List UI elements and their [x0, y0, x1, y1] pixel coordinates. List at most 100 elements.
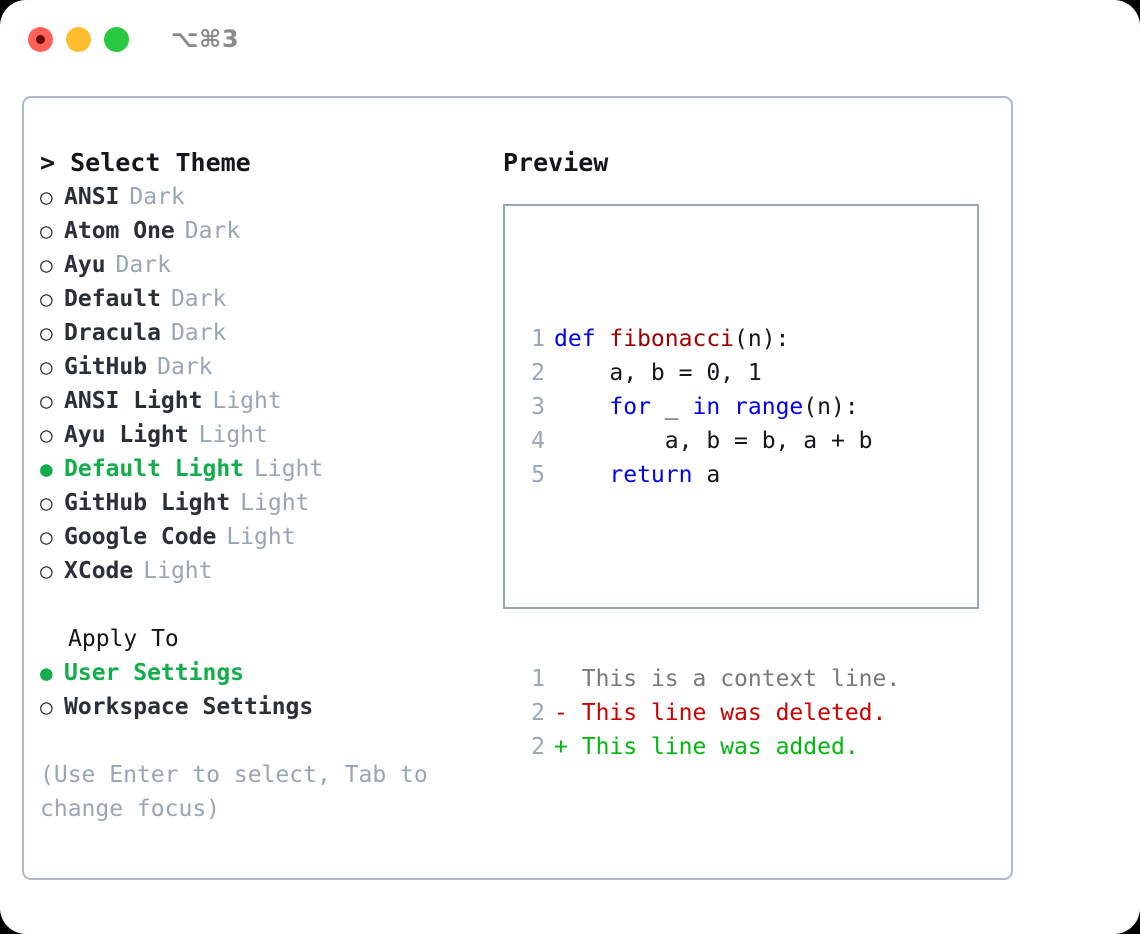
- theme-option-variant-tag: Dark: [115, 252, 171, 278]
- theme-option-variant-tag: Light: [198, 422, 268, 448]
- radio-unselected-icon: ○: [40, 287, 53, 311]
- code-line: 3 for _ in range(n):: [523, 390, 900, 424]
- radio-unselected-icon: ○: [40, 423, 53, 447]
- diff-spacer: [568, 666, 582, 692]
- radio-unselected-icon: ○: [40, 185, 53, 209]
- code-token: [554, 394, 609, 420]
- theme-option-variant-tag: Light: [240, 490, 310, 516]
- theme-option-variant-tag: Light: [226, 524, 296, 550]
- diff-line: 2- This line was deleted.: [523, 696, 900, 730]
- title-bar: ⌥⌘3: [0, 0, 1140, 78]
- theme-option-name: ANSI: [64, 184, 120, 210]
- theme-option-atom-one[interactable]: ○ Atom One Dark: [40, 214, 495, 248]
- theme-option-default[interactable]: ○ Default Dark: [40, 282, 495, 316]
- theme-option-ayu-light[interactable]: ○ Ayu Light Light: [40, 418, 495, 452]
- theme-option-name: Google Code: [64, 524, 217, 550]
- radio-unselected-icon: ○: [40, 355, 53, 379]
- theme-option-name: Ayu: [64, 252, 106, 278]
- code-line: 2 a, b = 0, 1: [523, 356, 900, 390]
- line-number: 2: [531, 700, 545, 726]
- code-line: 5 return a: [523, 458, 900, 492]
- theme-option-github-light[interactable]: ○ GitHub Light Light: [40, 486, 495, 520]
- theme-option-xcode[interactable]: ○ XCode Light: [40, 554, 495, 588]
- theme-option-name: ANSI Light: [64, 388, 203, 414]
- minimize-button[interactable]: [66, 26, 91, 52]
- radio-selected-icon: ●: [40, 457, 53, 481]
- window-controls: [28, 26, 129, 52]
- code-token: a, b = b, a + b: [554, 428, 873, 454]
- theme-option-name: GitHub Light: [64, 490, 231, 516]
- theme-option-ansi[interactable]: ○ ANSI Dark: [40, 180, 495, 214]
- diff-sample: 1 This is a context line. 2- This line wa…: [523, 662, 900, 764]
- diff-marker: +: [554, 734, 568, 760]
- diff-text: This line was added.: [581, 734, 859, 760]
- code-token: (n):: [734, 326, 790, 352]
- diff-text: This is a context line.: [581, 666, 901, 692]
- keyboard-hint-text: (Use Enter to select, Tab to change focu…: [40, 762, 428, 822]
- close-button[interactable]: [28, 26, 53, 52]
- code-token: return: [609, 462, 693, 488]
- theme-option-dracula[interactable]: ○ Dracula Dark: [40, 316, 495, 350]
- radio-unselected-icon: ○: [40, 491, 53, 515]
- theme-option-name: Dracula: [64, 320, 161, 346]
- line-number: 2: [531, 360, 545, 386]
- maximize-button[interactable]: [104, 26, 129, 52]
- apply-to-option-user-settings[interactable]: ●User Settings: [40, 656, 495, 690]
- code-token: in range: [692, 394, 804, 420]
- radio-unselected-icon: ○: [40, 695, 53, 719]
- apply-to-option-list: ●User Settings ○ Workspace Settings: [40, 656, 495, 724]
- code-token: [554, 462, 609, 488]
- theme-option-github[interactable]: ○ GitHub Dark: [40, 350, 495, 384]
- theme-option-variant-tag: Dark: [170, 320, 227, 346]
- apply-to-option-label: User Settings: [64, 660, 245, 686]
- radio-unselected-icon: ○: [40, 253, 53, 277]
- theme-option-ayu[interactable]: ○ Ayu Dark: [40, 248, 495, 282]
- theme-option-variant-tag: Light: [143, 558, 213, 584]
- line-number: 5: [531, 462, 545, 488]
- radio-unselected-icon: ○: [40, 389, 53, 413]
- diff-text: This line was deleted.: [581, 700, 887, 726]
- code-token: def: [554, 326, 610, 352]
- apply-to-option-workspace-settings[interactable]: ○ Workspace Settings: [40, 690, 495, 724]
- line-number: 2: [531, 734, 545, 760]
- spacer: [523, 560, 900, 594]
- theme-option-google-code[interactable]: ○ Google Code Light: [40, 520, 495, 554]
- theme-option-name: Default: [64, 286, 161, 312]
- radio-unselected-icon: ○: [40, 219, 53, 243]
- theme-option-name: GitHub: [64, 354, 148, 380]
- code-token: (n):: [803, 394, 859, 420]
- radio-unselected-icon: ○: [40, 321, 53, 345]
- line-number: 1: [531, 666, 545, 692]
- diff-marker: -: [554, 700, 568, 726]
- radio-unselected-icon: ○: [40, 525, 53, 549]
- theme-option-variant-tag: Dark: [170, 286, 227, 312]
- keyboard-shortcut-label: ⌥⌘3: [171, 25, 240, 53]
- diff-spacer: [568, 734, 582, 760]
- select-theme-heading: > Select Theme: [40, 148, 251, 177]
- theme-option-name: Ayu Light: [64, 422, 189, 448]
- radio-unselected-icon: ○: [40, 559, 53, 583]
- theme-option-variant-tag: Light: [254, 456, 324, 482]
- theme-option-name: XCode: [64, 558, 134, 584]
- theme-option-variant-tag: Dark: [129, 184, 185, 210]
- theme-option-variant-tag: Dark: [184, 218, 241, 244]
- apply-to-option-label: Workspace Settings: [64, 694, 314, 720]
- apply-to-heading: Apply To: [68, 626, 179, 652]
- code-token: fibonacci: [609, 326, 735, 352]
- diff-spacer: [568, 700, 582, 726]
- code-token: for: [609, 394, 651, 420]
- theme-option-variant-tag: Dark: [157, 354, 213, 380]
- preview-heading: Preview: [503, 148, 609, 177]
- code-token: a, b = 0, 1: [554, 360, 762, 386]
- spacer: [40, 588, 495, 622]
- theme-option-name: Atom One: [64, 218, 175, 244]
- code-token: _: [650, 394, 693, 420]
